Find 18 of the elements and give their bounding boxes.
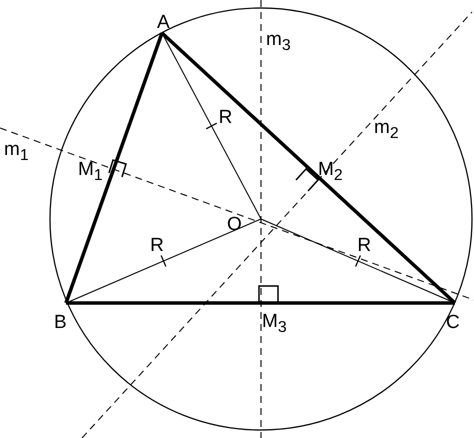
- point-label: M$_{1}$: [78, 160, 103, 185]
- point-label: O: [227, 215, 242, 234]
- triangle-side: [66, 301, 455, 305]
- point-label: C: [446, 313, 460, 332]
- line-label: m$_{2}$: [374, 118, 399, 143]
- radius-line: [66, 218, 262, 304]
- edge-label: R: [218, 108, 232, 128]
- edge-label: R: [357, 236, 372, 256]
- triangle-side: [64, 32, 164, 304]
- point-label: M$_{3}$: [262, 312, 287, 337]
- line-label: m$_{1}$: [4, 140, 29, 165]
- point-label: B: [54, 313, 67, 332]
- line-label: m$_{3}$: [266, 30, 291, 55]
- radius-line: [260, 218, 456, 304]
- point-label: M$_{2}$: [318, 160, 343, 185]
- point-label: A: [157, 13, 170, 32]
- edge-label: R: [150, 236, 164, 256]
- triangle-side: [160, 32, 456, 304]
